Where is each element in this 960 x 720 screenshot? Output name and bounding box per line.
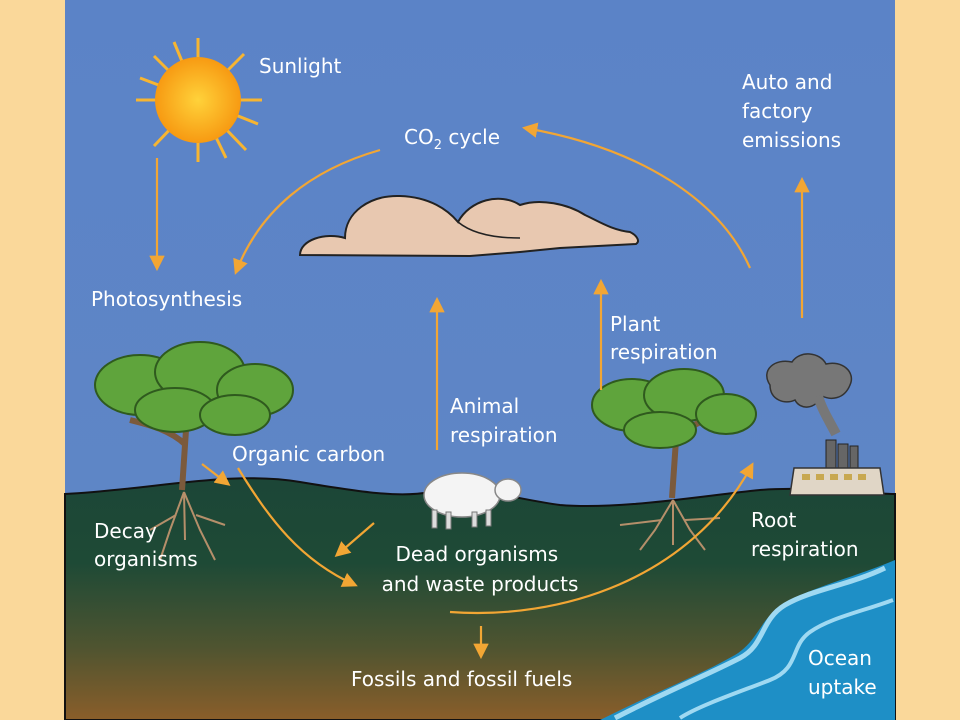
label-root-respiration: Root respiration: [751, 508, 859, 561]
ocean-wave: [613, 565, 887, 720]
arrow-emissions-to-co2: [521, 122, 752, 269]
tree-right-icon: [591, 368, 757, 551]
label-decay-organisms: Decay organisms: [94, 519, 198, 571]
cloud-icon: [298, 194, 639, 258]
label-emissions: Auto and factory emissions: [742, 70, 841, 152]
factory-icon: [766, 353, 885, 496]
ocean-wave: [678, 598, 894, 720]
flow-arrows: [149, 122, 810, 660]
label-dead-organisms: Dead organisms and waste products: [382, 542, 579, 596]
arrow-organic-to-dead: [237, 467, 358, 587]
label-fossils: Fossils and fossil fuels: [351, 667, 572, 691]
tree-left-icon: [94, 341, 294, 561]
arrow-dead-to-root: [449, 462, 754, 615]
ocean: [600, 560, 895, 720]
label-photosynthesis: Photosynthesis: [91, 287, 242, 311]
arrow-organic-to-decay: [201, 463, 231, 486]
sun-icon: [136, 38, 262, 162]
label-co2-cycle: CO2 cycle: [404, 125, 500, 153]
label-plant-respiration: Plant respiration: [610, 312, 718, 364]
arrow-sheep-to-dead: [334, 522, 375, 558]
label-organic-carbon: Organic carbon: [232, 442, 385, 466]
sheep-icon: [423, 472, 522, 530]
arrow-co2-to-photosynthesis: [233, 148, 381, 275]
label-ocean-uptake: Ocean uptake: [808, 646, 878, 699]
label-animal-respiration: Animal respiration: [450, 394, 558, 447]
label-sunlight: Sunlight: [259, 54, 342, 78]
